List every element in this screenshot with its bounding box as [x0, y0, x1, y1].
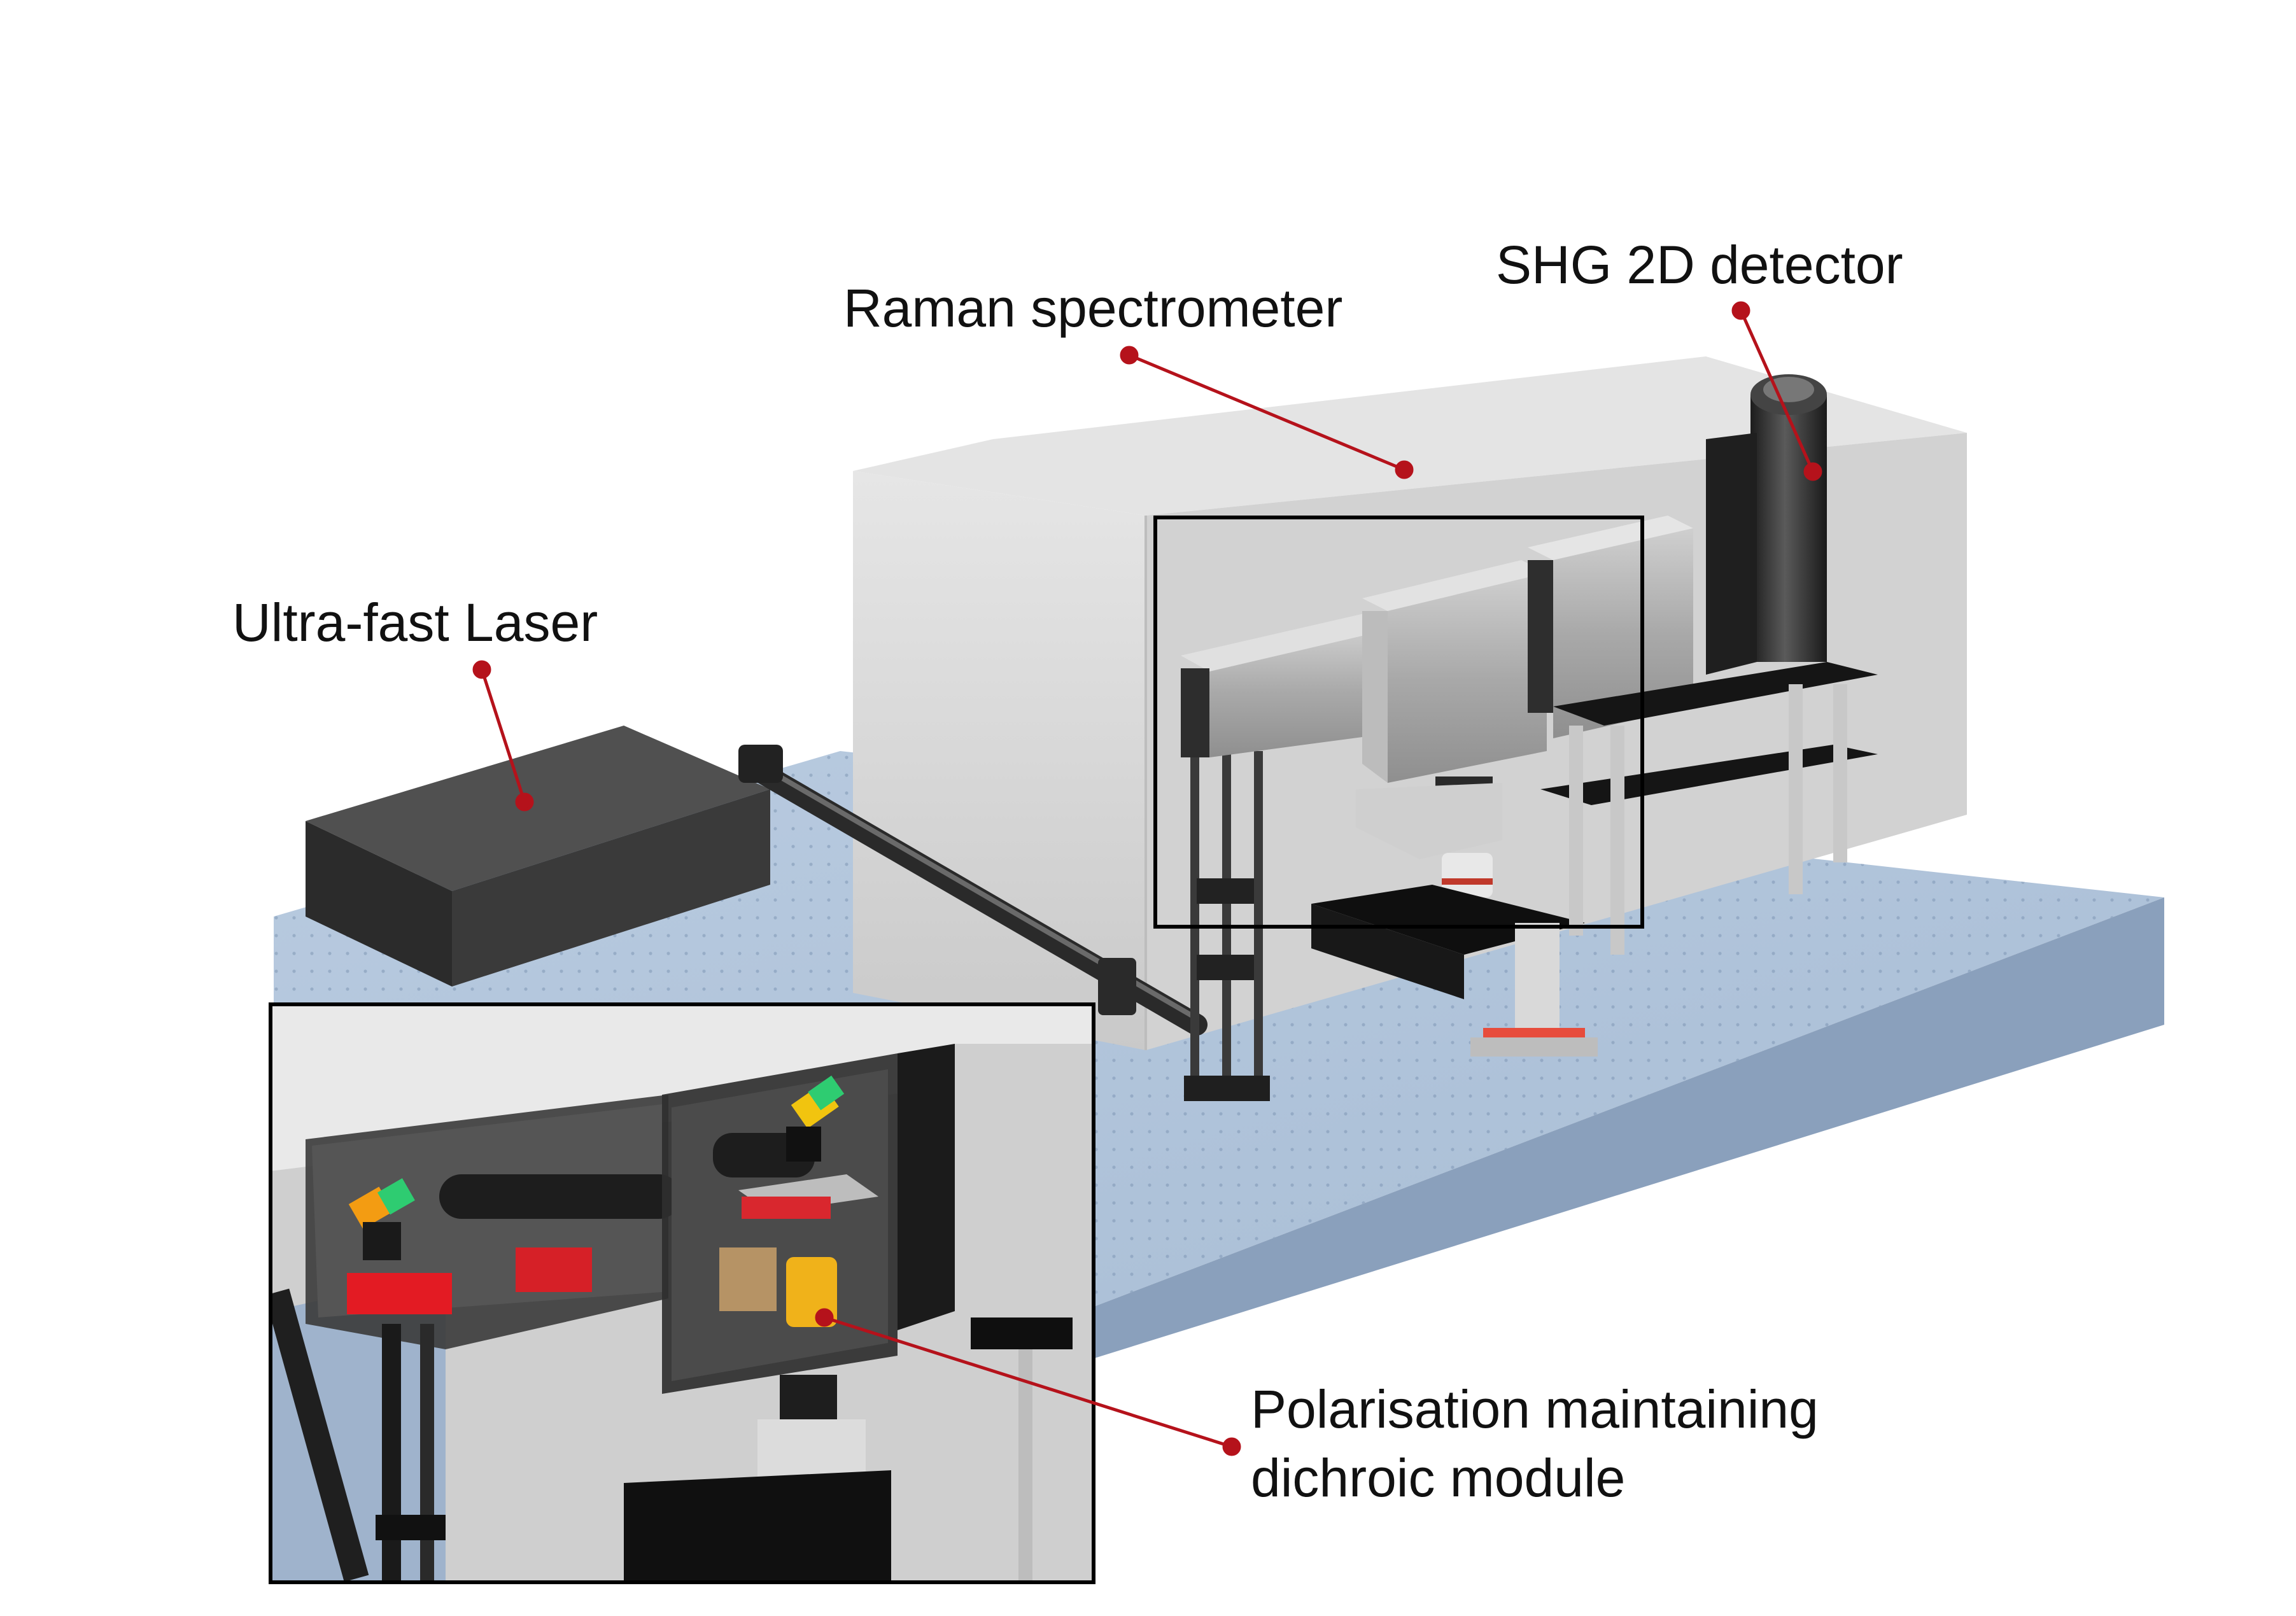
beam-tube	[738, 745, 1208, 1036]
laser-top	[306, 726, 770, 891]
optical-table-side-right	[1082, 897, 2164, 1362]
inset-zoom-view	[269, 1002, 1095, 1584]
leader-dot	[472, 660, 491, 679]
leader-line-dichroic	[824, 1316, 1232, 1449]
spectrometer-top	[853, 356, 1967, 516]
microscope-assembly	[1181, 516, 1878, 1101]
leader-dot	[1803, 462, 1822, 481]
laser-front	[306, 821, 452, 987]
leader-line-shg	[1739, 309, 1815, 473]
leader-dot	[1731, 301, 1750, 320]
inset-frame	[269, 1002, 1095, 1584]
label-dichroic-line2: dichroic module	[1251, 1448, 1626, 1508]
leader-dot	[1120, 346, 1139, 365]
leader-line-laser	[480, 669, 526, 803]
leader-lines	[472, 301, 1822, 1456]
zoom-frame	[1153, 516, 1644, 929]
shg-2d-detector	[1706, 374, 1827, 675]
laser-side	[452, 789, 770, 987]
label-dichroic-line1: Polarisation maintaining	[1251, 1379, 1819, 1439]
leader-dot	[815, 1308, 834, 1327]
leader-dot	[1222, 1437, 1241, 1456]
label-raman-spectrometer: Raman spectrometer	[843, 278, 1343, 338]
leader-line-raman	[1129, 353, 1405, 472]
leader-dot	[515, 792, 534, 812]
label-shg-2d-detector: SHG 2D detector	[1496, 235, 1903, 295]
label-ultra-fast-laser: Ultra-fast Laser	[232, 593, 598, 652]
mirror-mount-red	[347, 1273, 452, 1314]
ultra-fast-laser	[306, 726, 770, 987]
leader-dot	[1395, 460, 1414, 479]
spectrometer-front	[853, 471, 1146, 1050]
